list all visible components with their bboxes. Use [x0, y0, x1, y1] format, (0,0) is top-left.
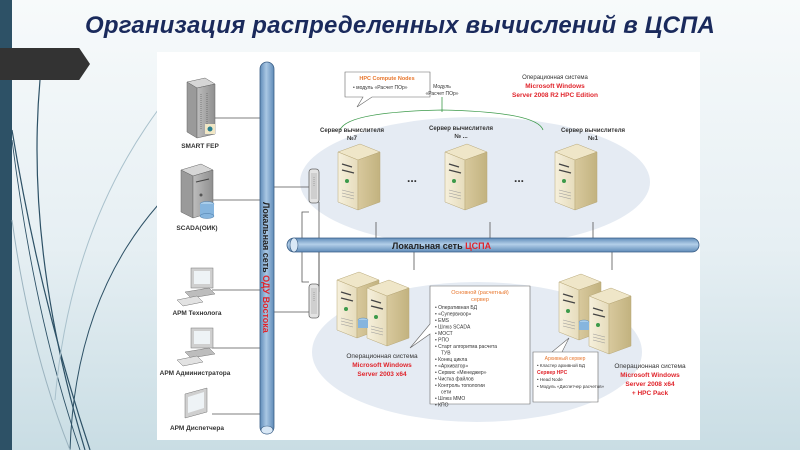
device-arm-tekhnologa: АРМ Технолога [172, 267, 222, 317]
page-title: Организация распределенных вычислений в … [85, 12, 715, 39]
network-switch-icon [308, 168, 320, 204]
server-icon [444, 143, 488, 211]
svg-text:Сервер вычислителя: Сервер вычислителя [561, 128, 626, 134]
network-diagram: Локальная сеть ОДУ Востока Локальная сет… [160, 61, 700, 435]
svg-text:Локальная сеть ОДУ Востока: Локальная сеть ОДУ Востока [261, 202, 271, 334]
bottom-left-os-label: Операционная система Microsoft Windows S… [346, 353, 418, 378]
bottom-right-os-label: Операционная система Microsoft Windows S… [614, 363, 686, 397]
callout-list-item: • EMS [435, 318, 450, 324]
network-switch-icon [308, 283, 320, 319]
callout-list-item: • РПО [435, 338, 449, 344]
svg-text:Сервер вычислителя: Сервер вычислителя [429, 126, 494, 132]
left-bus-label-red: ОДУ Востока [261, 275, 271, 334]
server-icon [554, 143, 598, 211]
main-bus-label-red: ЦСПА [465, 241, 492, 251]
ellipsis: ... [514, 171, 524, 185]
callout-list-item: • Старт алгоритма расчета [435, 344, 497, 350]
callout-list-item: • Конец цикла [435, 357, 467, 363]
callout-list-item: • Оперативная БД [435, 305, 478, 311]
svg-text:№1: №1 [588, 135, 599, 142]
server-icon [337, 143, 381, 211]
callout-list-item: • «Архиватор» [435, 364, 468, 370]
decorative-curves [11, 79, 159, 450]
svg-text:+ HPC Pack: + HPC Pack [632, 390, 669, 397]
rack-server-icon [186, 77, 216, 139]
top-os-label: Операционная система Microsoft Windows S… [512, 75, 598, 99]
device-label: АРМ Технолога [172, 310, 221, 317]
callout-list-item: • Шлюз SCADA [435, 325, 471, 331]
svg-text:Microsoft Windows: Microsoft Windows [352, 362, 412, 369]
server-icon [588, 287, 632, 355]
svg-text:• Head Node: • Head Node [537, 377, 563, 382]
sidebar-bar [0, 0, 12, 450]
diagram-canvas: Локальная сеть ОДУ Востока Локальная сет… [157, 52, 700, 440]
callout-list-item-cont: сети [441, 390, 451, 396]
hpc-compute-nodes-callout: HPC Compute Nodes • модуль «Расчет ПОр» [344, 71, 431, 108]
svg-text:Server 2008 x64: Server 2008 x64 [625, 381, 675, 388]
svg-text:Локальная сеть ЦСПА: Локальная сеть ЦСПА [392, 241, 492, 251]
callout-list-item: • Чистка файлов [435, 376, 474, 383]
compute-server-7: Сервер вычислителя №7 [320, 128, 385, 211]
device-arm-dispetchera: АРМ Диспетчера [170, 387, 224, 432]
workstation-icon [176, 327, 216, 367]
svg-text:Архивный сервер: Архивный сервер [545, 355, 586, 362]
svg-text:Microsoft Windows: Microsoft Windows [525, 83, 585, 90]
hpc-callout-item: • модуль «Расчет ПОр» [353, 85, 408, 91]
monitor-icon [184, 387, 208, 419]
ellipsis: ... [407, 171, 417, 185]
device-label: SCADA(ОИК) [176, 225, 217, 232]
left-bus-odu-vostoka: Локальная сеть ОДУ Востока [259, 61, 275, 435]
compute-server-n: Сервер вычислителя № ... [429, 126, 494, 211]
device-label: SMART FEP [181, 143, 219, 150]
svg-text:Операционная система: Операционная система [346, 353, 418, 360]
compute-server-1: Сервер вычислителя №1 [554, 128, 626, 211]
device-smart-fep: SMART FEP [181, 77, 219, 150]
svg-text:Операционная система: Операционная система [614, 363, 686, 370]
callout-list-item: • «Супервизор» [435, 312, 472, 318]
svg-text:Операционная система: Операционная система [522, 75, 588, 81]
module-label: Модуль [433, 84, 451, 90]
callout-list-item: • Сервис «Менеджер» [435, 370, 487, 376]
svg-text:Server 2008 R2 HPC Edition: Server 2008 R2 HPC Edition [512, 92, 598, 99]
callout-list-item: • Шлюз ММО [435, 396, 465, 402]
module-label-name: «Расчет ПОр» [425, 91, 458, 97]
server-icon [366, 279, 410, 347]
svg-text:Сервер вычислителя: Сервер вычислителя [320, 128, 385, 134]
archive-server-pair [558, 273, 632, 355]
server-database-icon [180, 163, 215, 219]
main-callout-title: Основной (расчетный) [451, 289, 509, 296]
svg-text:№7: №7 [347, 135, 358, 142]
callout-list-item: • Контроль топологии [435, 383, 485, 389]
device-label: АРМ Администратора [160, 370, 231, 377]
callout-list-item: • МОСТ [435, 331, 453, 337]
svg-text:Server 2003 x64: Server 2003 x64 [357, 371, 407, 378]
main-server-callout: Основной (расчетный) сервер • Оперативна… [409, 285, 531, 409]
svg-text:№ ...: № ... [454, 133, 468, 140]
main-bus-cspa: Локальная сеть ЦСПА [286, 237, 700, 253]
device-arm-administratora: АРМ Администратора [160, 327, 231, 377]
svg-text:• Модуль «Диспетчер расчетов»: • Модуль «Диспетчер расчетов» [537, 384, 605, 389]
main-server-pair [336, 271, 410, 347]
archive-server-callout: Архивный сервер • Кластер архивной БД Се… [532, 337, 605, 403]
main-callout-title-2: сервер [471, 297, 489, 303]
device-scada: SCADA(ОИК) [176, 163, 218, 232]
callout-list-item: • КПО [435, 403, 449, 409]
main-bus-label: Локальная сеть [392, 241, 465, 251]
left-bus-label: Локальная сеть [261, 202, 271, 275]
svg-text:Сервер HPC: Сервер HPC [537, 370, 568, 376]
svg-text:• Кластер архивной БД: • Кластер архивной БД [537, 362, 585, 368]
device-label: АРМ Диспетчера [170, 425, 224, 432]
svg-text:Microsoft Windows: Microsoft Windows [620, 372, 680, 379]
callout-list-item-cont: ТУВ [441, 351, 451, 357]
arrow-tab-decoration [0, 48, 90, 80]
workstation-icon [176, 267, 216, 307]
hpc-callout-title: HPC Compute Nodes [359, 76, 414, 82]
